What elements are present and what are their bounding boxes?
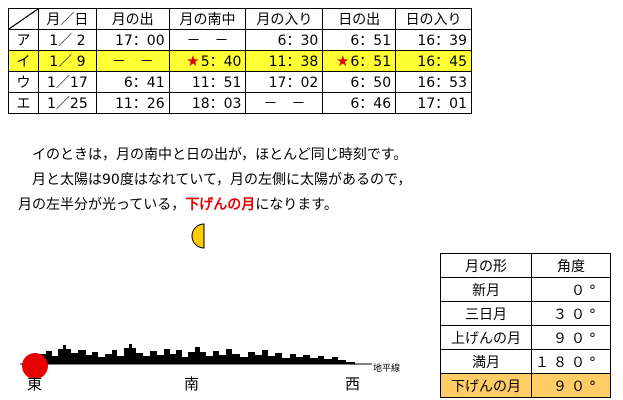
- header-angle: 角度: [531, 253, 611, 278]
- table-row: ウ 1／17 6：41 11：51 17：02 6：50 16：53: [8, 71, 472, 93]
- explanation-line-2: 月と太陽は90度はなれていて，月の左側に太陽があるので，: [32, 172, 412, 188]
- header-date: 月／日: [37, 8, 97, 30]
- moon-lit-half: [191, 223, 205, 249]
- transit-cell: 11：51: [168, 71, 247, 93]
- moonset-cell: 11：38: [245, 50, 324, 72]
- phase-name: 満月: [440, 349, 532, 374]
- phase-name: 上げんの月: [440, 325, 532, 350]
- phase-row-highlighted: 下げんの月 ９０°: [440, 373, 611, 398]
- header-sunset: 日の入り: [395, 8, 472, 30]
- sunrise-cell: 6：50: [322, 71, 397, 93]
- sunrise-cell: ★6：51: [322, 50, 397, 72]
- moonset-cell: 17：02: [245, 71, 324, 93]
- table-row: エ 1／25 11：26 18：03 － － 6：46 17：01: [8, 92, 472, 114]
- row-label: イ: [8, 50, 39, 72]
- phase-angle: ０°: [531, 277, 611, 302]
- sun-icon: [22, 353, 48, 379]
- phase-row: 上げんの月 ９０°: [440, 325, 611, 350]
- star-icon: ★: [335, 52, 350, 70]
- sunset-cell: 16：45: [395, 50, 472, 72]
- date-cell: 1／25: [37, 92, 97, 114]
- city-skyline: [40, 344, 355, 364]
- phase-angle: ３０°: [531, 301, 611, 326]
- row-label: エ: [8, 92, 39, 114]
- moonrise-cell: 11：26: [95, 92, 170, 114]
- moon-phase-table: 月の形 角度 新月 ０° 三日月 ３０° 上げんの月 ９０° 満月 １８０° 下…: [440, 253, 611, 398]
- phase-angle: １８０°: [531, 349, 611, 374]
- phase-name: 三日月: [440, 301, 532, 326]
- sunset-cell: 17：01: [395, 92, 472, 114]
- sunset-cell: 16：39: [395, 29, 472, 51]
- phase-angle: ９０°: [531, 325, 611, 350]
- sunrise-value: 6：51: [350, 54, 392, 70]
- direction-west: 西: [345, 375, 361, 393]
- header-sunrise: 日の出: [322, 8, 397, 30]
- corner-cell: [8, 8, 39, 30]
- explanation-line-1: イのときは，月の南中と日の出が，ほとんど同じ時刻です。: [32, 147, 408, 163]
- sunset-cell: 16：53: [395, 71, 472, 93]
- row-label: ア: [8, 29, 39, 51]
- half-moon-icon: [191, 223, 205, 249]
- moonrise-cell: 6：41: [95, 71, 170, 93]
- phase-name: 新月: [440, 277, 532, 302]
- transit-value: 5：40: [200, 54, 242, 70]
- table-row-highlighted: イ 1／ 9 － － ★5：40 11：38 ★6：51 16：45: [8, 50, 472, 72]
- header-moonrise: 月の出: [95, 8, 170, 30]
- transit-cell: － －: [168, 29, 247, 51]
- explanation-line-3: 月の左半分が光っている，下げんの月になります。: [18, 193, 478, 218]
- explanation-line-3-pre: 月の左半分が光っている，: [18, 197, 186, 213]
- transit-cell: 18：03: [168, 92, 247, 114]
- horizon-label: 地平線: [373, 364, 401, 374]
- explanation-line-3-post: になります。: [255, 197, 338, 213]
- phase-header-row: 月の形 角度: [440, 253, 611, 278]
- date-cell: 1／ 9: [37, 50, 97, 72]
- direction-east: 東: [27, 375, 43, 393]
- timetable-header-row: 月／日 月の出 月の南中 月の入り 日の出 日の入り: [8, 8, 472, 30]
- explanation-paragraph: イのときは，月の南中と日の出が，ほとんど同じ時刻です。 月と太陽は90度はなれて…: [18, 143, 478, 218]
- row-label: ウ: [8, 71, 39, 93]
- moonset-cell: － －: [245, 92, 324, 114]
- transit-cell: ★5：40: [168, 50, 247, 72]
- header-phase-name: 月の形: [440, 253, 532, 278]
- sunrise-cell: 6：46: [322, 92, 397, 114]
- phase-angle: ９０°: [531, 373, 611, 398]
- table-row: ア 1／ 2 17：00 － － 6：30 6：51 16：39: [8, 29, 472, 51]
- sunrise-cell: 6：51: [322, 29, 397, 51]
- header-transit: 月の南中: [168, 8, 247, 30]
- phase-row: 満月 １８０°: [440, 349, 611, 374]
- star-icon: ★: [186, 52, 200, 70]
- header-moonset: 月の入り: [245, 8, 324, 30]
- horizon-scene: [20, 344, 372, 379]
- direction-south: 南: [184, 375, 200, 393]
- phase-name: 下げんの月: [440, 373, 532, 398]
- date-cell: 1／ 2: [37, 29, 97, 51]
- date-cell: 1／17: [37, 71, 97, 93]
- phase-row: 三日月 ３０°: [440, 301, 611, 326]
- moonrise-cell: － －: [95, 50, 170, 72]
- moonset-cell: 6：30: [245, 29, 324, 51]
- moon-sun-timetable: 月／日 月の出 月の南中 月の入り 日の出 日の入り ア 1／ 2 17：00 …: [8, 8, 472, 114]
- moonrise-cell: 17：00: [95, 29, 170, 51]
- waning-moon-emphasis: 下げんの月: [185, 197, 256, 213]
- phase-row: 新月 ０°: [440, 277, 611, 302]
